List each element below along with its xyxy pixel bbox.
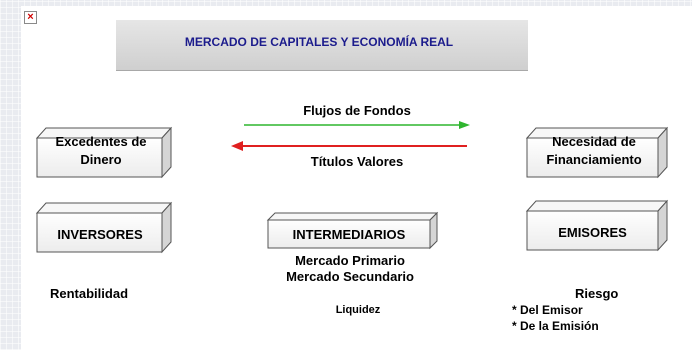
title-banner <box>116 20 528 71</box>
emisores-label: EMISORES <box>558 225 627 240</box>
liquidez-label: Liquidez <box>335 304 381 316</box>
intermediarios-label: INTERMEDIARIOS <box>292 227 406 242</box>
diagram-title: MERCADO DE CAPITALES Y ECONOMÍA REAL <box>184 35 454 49</box>
flujos-fondos-label: Flujos de Fondos <box>303 103 411 118</box>
rentabilidad-label: Rentabilidad <box>50 286 129 301</box>
titulos-valores-label: Títulos Valores <box>310 154 404 169</box>
titulos-valores-arrow <box>231 141 467 151</box>
flujos-fondos-arrow <box>244 121 470 129</box>
excedentes-box-shape <box>35 126 173 179</box>
del-emisor-label: * Del Emisor <box>512 303 583 317</box>
necesidad-box-shape <box>525 126 669 179</box>
emisores-box-shape <box>525 199 669 252</box>
intermediarios-box-shape <box>266 211 439 250</box>
excedentes-label: Excedentes de Dinero <box>55 134 147 167</box>
necesidad-label: Necesidad de Financiamiento <box>546 134 642 167</box>
riesgo-label: Riesgo <box>575 286 619 301</box>
inversores-box-shape <box>35 201 173 254</box>
inversores-label: INVERSORES <box>57 227 143 242</box>
de-la-emision-label: * De la Emisión <box>512 319 599 333</box>
mercado-primario-label: Mercado Primario <box>295 253 405 268</box>
mercado-secundario-label: Mercado Secundario <box>286 269 414 284</box>
broken-image-icon: × <box>24 11 37 24</box>
